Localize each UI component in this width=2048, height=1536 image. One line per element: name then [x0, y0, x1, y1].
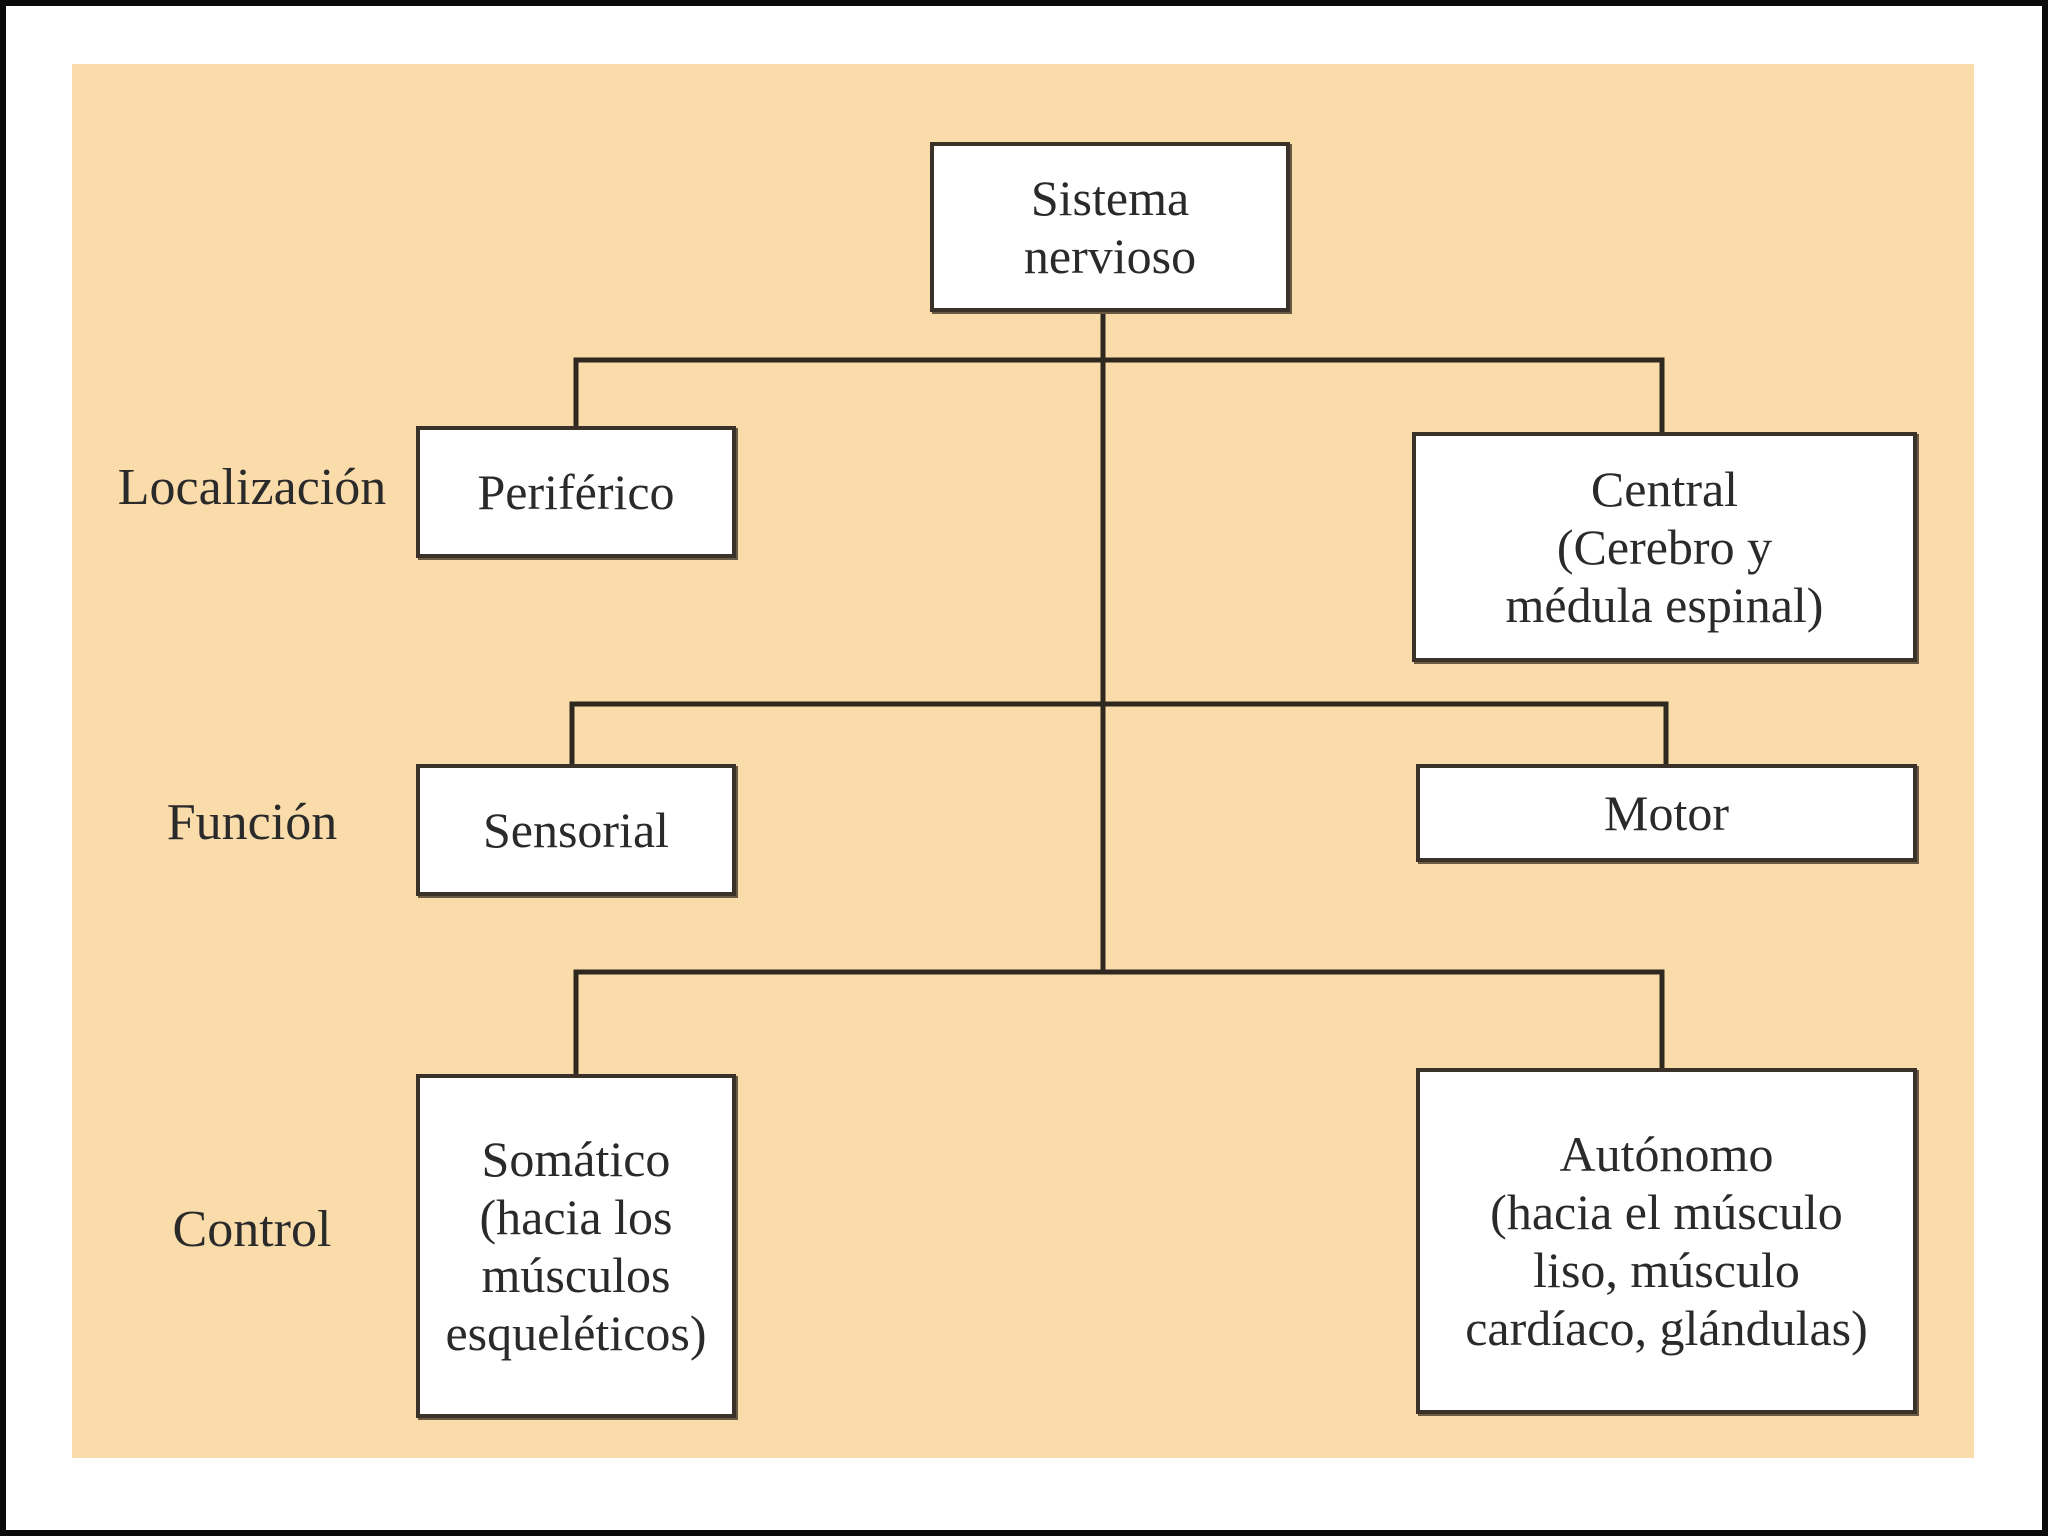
node-sensorial: Sensorial: [416, 764, 736, 896]
node-motor-label: Motor: [1604, 785, 1729, 841]
row-label-control: Control: [172, 1201, 332, 1258]
row-label-funcion: Función: [166, 794, 338, 851]
node-central: Central (Cerebro y médula espinal): [1412, 432, 1917, 662]
node-periferico-label: Periférico: [477, 464, 675, 520]
node-somatico-label: Somático (hacia los músculos esquelético…: [445, 1131, 707, 1361]
node-somatico: Somático (hacia los músculos esquelético…: [416, 1074, 736, 1418]
node-sistema-nervioso-label: Sistema nervioso: [1023, 170, 1197, 284]
node-central-label: Central (Cerebro y médula espinal): [1505, 461, 1824, 633]
node-periferico: Periférico: [416, 426, 736, 558]
node-motor: Motor: [1416, 764, 1917, 862]
node-autonomo-label: Autónomo (hacia el músculo liso, músculo…: [1465, 1126, 1868, 1356]
node-sensorial-label: Sensorial: [482, 802, 670, 858]
node-autonomo: Autónomo (hacia el músculo liso, músculo…: [1416, 1068, 1917, 1414]
node-sistema-nervioso: Sistema nervioso: [930, 142, 1290, 312]
row-label-localizacion: Localización: [117, 459, 387, 516]
